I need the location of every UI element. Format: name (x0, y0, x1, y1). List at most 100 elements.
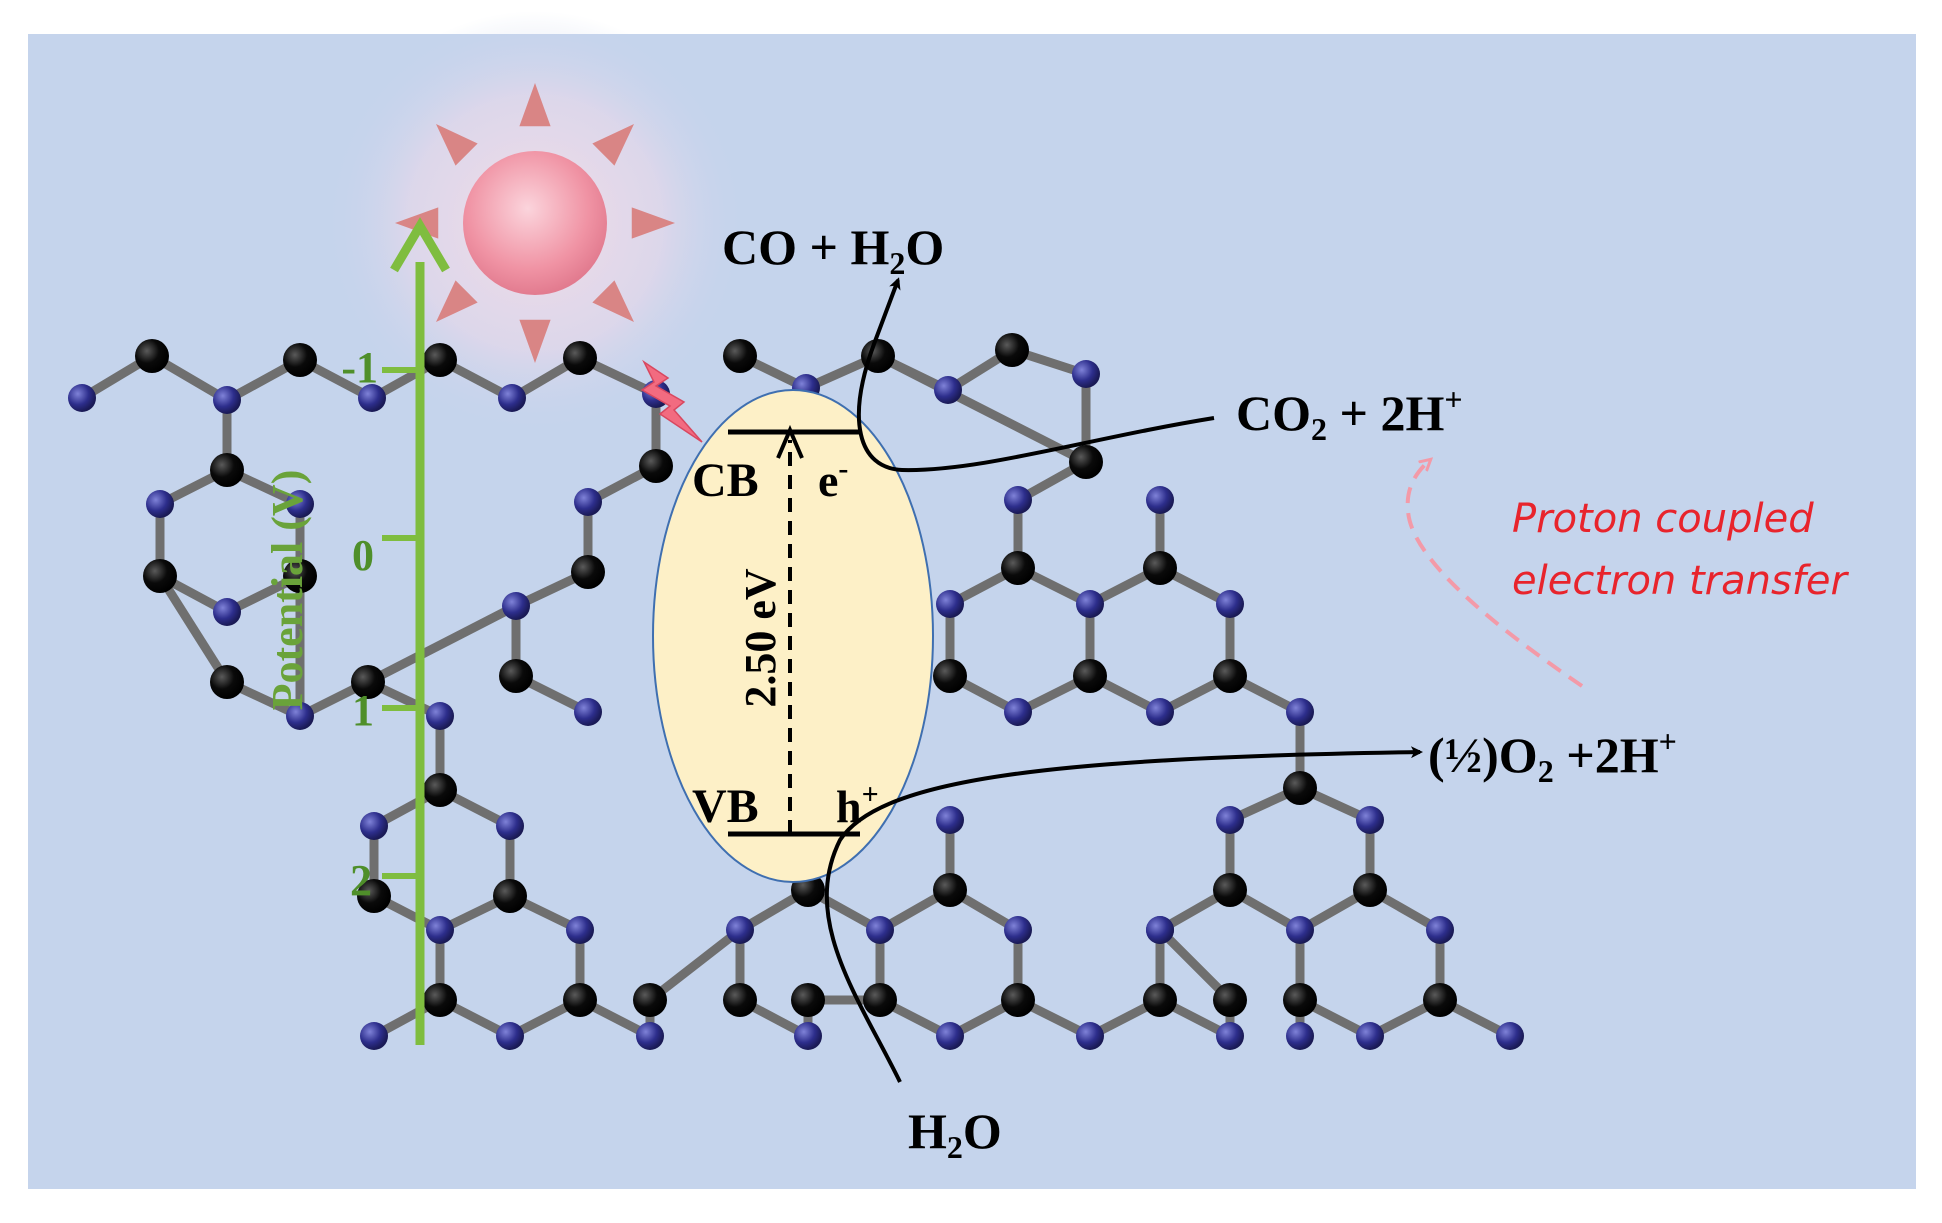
sun-ray (436, 124, 478, 166)
carbon-atom (351, 665, 385, 699)
pcet-note-line2: electron transfer (1512, 558, 1850, 604)
carbon-atom (283, 343, 317, 377)
pcet-arrow (1405, 460, 1584, 688)
nitrogen-atom (1216, 1022, 1244, 1050)
carbon-atom (1001, 983, 1035, 1017)
carbon-atom (1073, 659, 1107, 693)
carbon-atom (571, 555, 605, 589)
carbon-atom (1069, 445, 1103, 479)
nitrogen-atom (1076, 1022, 1104, 1050)
carbon-atom (283, 559, 317, 593)
tick-label-2: 2 (350, 856, 372, 905)
carbon-atom (1001, 551, 1035, 585)
nitrogen-atom (574, 698, 602, 726)
nitrogen-atom (1356, 1022, 1384, 1050)
nitrogen-atom (866, 916, 894, 944)
nitrogen-atom (213, 598, 241, 626)
nitrogen-atom (360, 812, 388, 840)
carbon-atom (863, 983, 897, 1017)
carbon-atom (933, 659, 967, 693)
tick-label-0: 0 (352, 531, 374, 580)
co2-reactant-label: CO2 + 2H+ (1236, 381, 1463, 447)
carbon-atom (423, 773, 457, 807)
sun-ray (592, 124, 634, 166)
cb-label: CB (692, 454, 759, 507)
nitrogen-atom (360, 1022, 388, 1050)
carbon-atom (493, 879, 527, 913)
carbon-atom (723, 339, 757, 373)
nitrogen-atom (1076, 590, 1104, 618)
nitrogen-atom (286, 702, 314, 730)
nitrogen-atom (566, 916, 594, 944)
carbon-atom (423, 983, 457, 1017)
tick-label-minus1: -1 (341, 343, 378, 392)
carbon-atom (723, 983, 757, 1017)
nitrogen-atom (1072, 360, 1100, 388)
band-gap-label: 2.50 eV (736, 568, 785, 708)
carbon-atom (1213, 983, 1247, 1017)
carbon-atom (791, 983, 825, 1017)
nitrogen-atom (1496, 1022, 1524, 1050)
lattice-bond (156, 573, 231, 685)
carbon-atom (1353, 873, 1387, 907)
carbon-atom (1143, 983, 1177, 1017)
sun-ray (519, 319, 551, 363)
carbon-atom (995, 333, 1029, 367)
carbon-atom (1283, 771, 1317, 805)
carbon-atom (1213, 659, 1247, 693)
lattice-bond (875, 351, 1089, 467)
nitrogen-atom (358, 384, 386, 412)
nitrogen-atom (1286, 916, 1314, 944)
carbon-atom (423, 343, 457, 377)
tick-label-1: 1 (352, 686, 374, 735)
nitrogen-atom (426, 916, 454, 944)
nitrogen-atom (498, 384, 526, 412)
co-product-label: CO + H2O (722, 219, 944, 281)
oxidation-path (824, 746, 1423, 1083)
nitrogen-atom (574, 488, 602, 516)
sun-ray (592, 280, 634, 322)
nitrogen-atom (496, 1022, 524, 1050)
lightning-icon (640, 359, 703, 443)
nitrogen-atom (1216, 590, 1244, 618)
nitrogen-atom (146, 490, 174, 518)
nitrogen-atom (934, 376, 962, 404)
nitrogen-atom (1146, 698, 1174, 726)
band-structure: CB VB e- h+ 2.50 eV (652, 389, 934, 883)
nitrogen-atom (213, 386, 241, 414)
carbon-atom (563, 983, 597, 1017)
nitrogen-atom (1286, 698, 1314, 726)
sun-ray (519, 83, 551, 127)
sun-ray (436, 280, 478, 322)
carbon-atom (639, 449, 673, 483)
carbon-atom (933, 873, 967, 907)
nitrogen-atom (1286, 1022, 1314, 1050)
carbon-atom (1213, 873, 1247, 907)
nitrogen-atom (936, 590, 964, 618)
carbon-atom (1283, 983, 1317, 1017)
nitrogen-atom (1146, 916, 1174, 944)
nitrogen-atom (502, 592, 530, 620)
nitrogen-atom (936, 806, 964, 834)
nitrogen-atom (726, 916, 754, 944)
carbon-atom (1143, 551, 1177, 585)
carbon-atom (210, 453, 244, 487)
nitrogen-atom (1146, 486, 1174, 514)
nitrogen-atom (1004, 486, 1032, 514)
carbon-atom (210, 665, 244, 699)
nitrogen-atom (286, 490, 314, 518)
carbon-atom (861, 339, 895, 373)
nitrogen-atom (1426, 916, 1454, 944)
sun-ray (631, 207, 675, 239)
carbon-atom (1423, 983, 1457, 1017)
carbon-atom (563, 341, 597, 375)
axis-title: Potential (V) (263, 470, 312, 711)
o2-product-label: (½)O2 +2H+ (1428, 723, 1677, 789)
nitrogen-atom (426, 702, 454, 730)
lattice-atoms (68, 333, 1524, 1050)
nitrogen-atom (1356, 806, 1384, 834)
vb-label: VB (692, 780, 759, 833)
carbon-atom (143, 559, 177, 593)
nitrogen-atom (1004, 916, 1032, 944)
